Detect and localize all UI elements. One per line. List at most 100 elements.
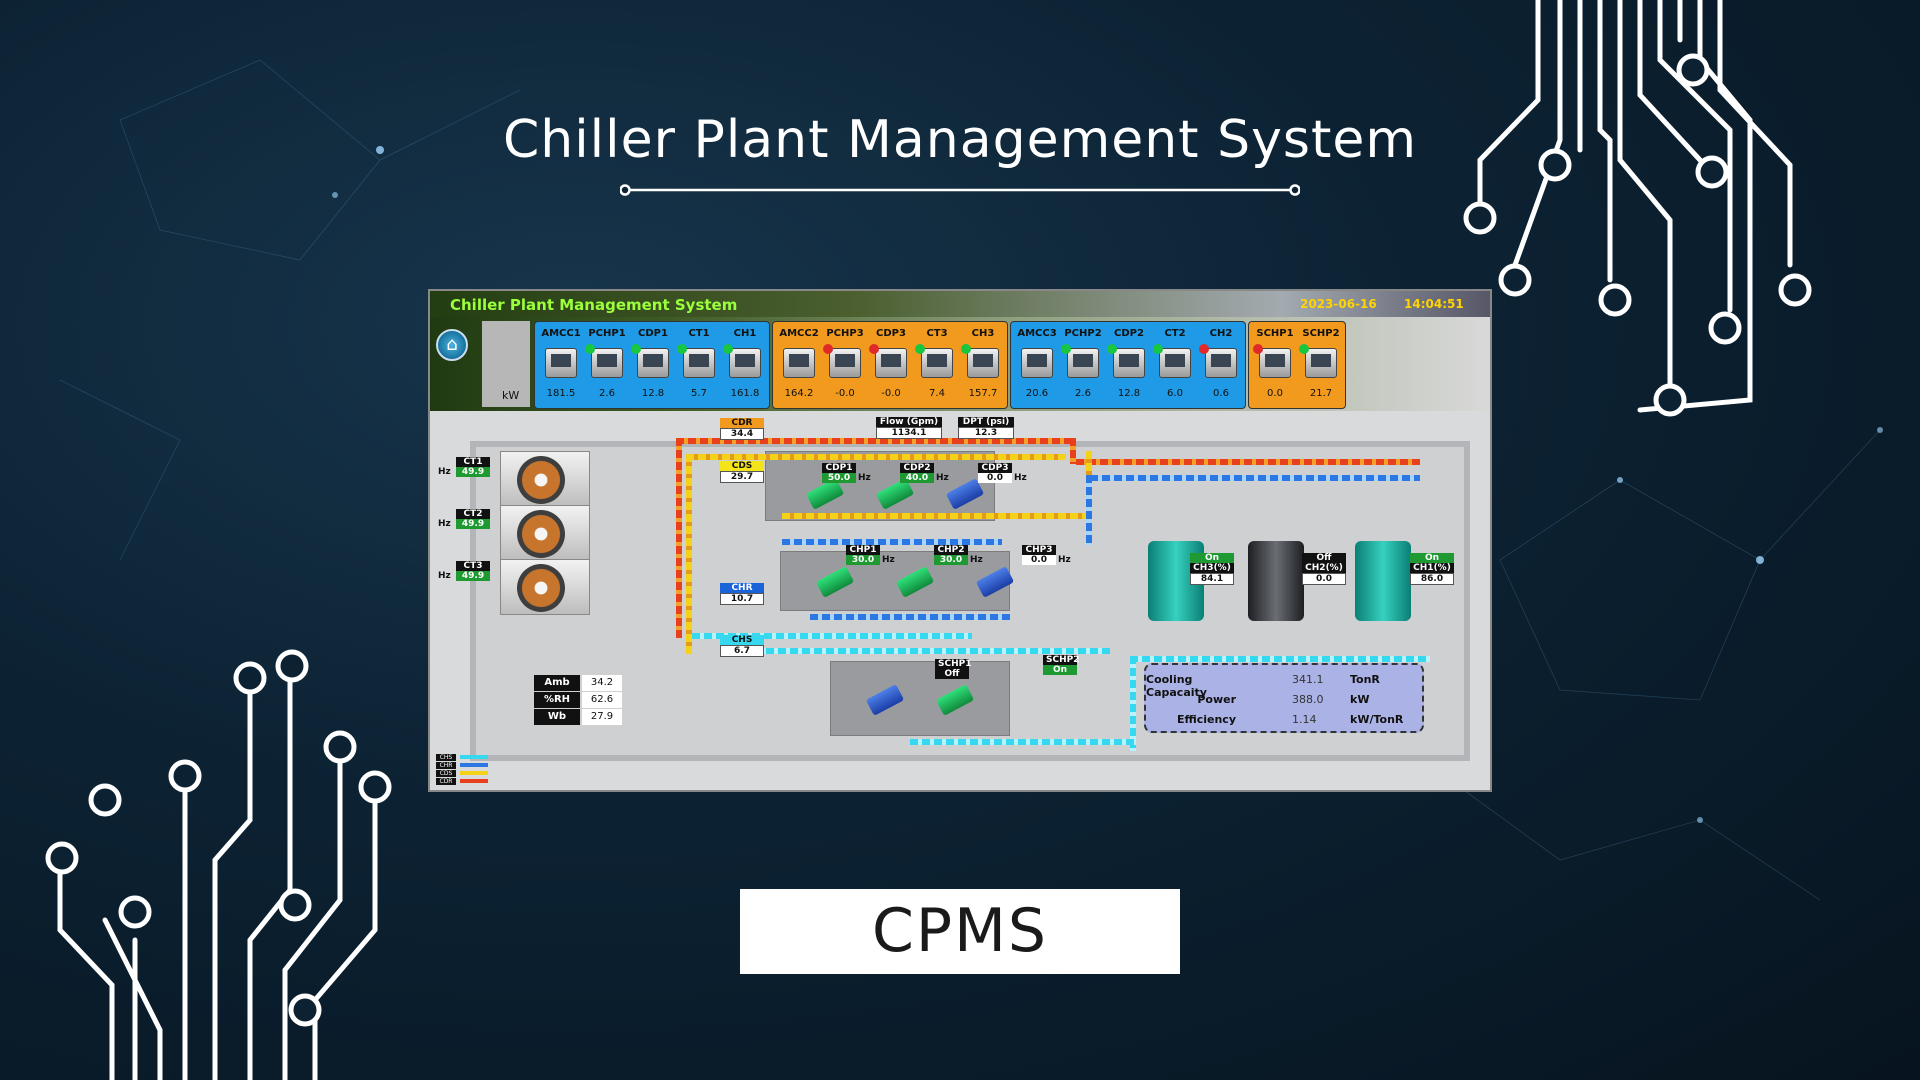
meter-value: 2.6 [1075, 388, 1091, 399]
circuit-graphic-bottom-left [45, 649, 392, 1080]
flow-tag: Flow (Gpm) 1134.1 [876, 417, 942, 439]
meter-name: AMCC1 [541, 328, 581, 339]
status-led-icon [915, 344, 925, 354]
ambient-key: %RH [534, 692, 580, 708]
chr-value: 10.7 [720, 593, 764, 605]
hmi-time: 14:04:51 [1404, 297, 1464, 311]
meter-name: AMCC2 [779, 328, 819, 339]
perf-label: Efficiency [1176, 713, 1236, 726]
perf-unit: kW/TonR [1350, 713, 1404, 726]
hz-unit: Hz [438, 467, 451, 477]
home-icon: ⌂ [446, 334, 458, 355]
pump-hz: 50.0 [822, 473, 856, 483]
meter-name: SCHP1 [1256, 328, 1294, 339]
perf-row: Power 388.0 kW [1146, 693, 1426, 711]
power-meter[interactable]: PCHP3-0.0 [820, 322, 870, 410]
chr-temp-tag: CHR 10.7 [720, 583, 764, 605]
hz-unit: Hz [858, 473, 871, 483]
meter-name: CH1 [733, 328, 757, 339]
unit-label: kW [502, 389, 520, 402]
legend-swatch [460, 763, 488, 767]
power-meter[interactable]: CDP3-0.0 [866, 322, 916, 410]
chs-pipe [910, 739, 1136, 745]
perf-row: Efficiency 1.14 kW/TonR [1146, 713, 1426, 731]
hz-unit: Hz [1058, 555, 1071, 565]
meter-icon [967, 348, 999, 378]
power-meter[interactable]: CT2 6.0 [1150, 322, 1200, 410]
pump-name: CDP3 [978, 463, 1012, 473]
meter-name: CT2 [1164, 328, 1186, 339]
cdr-pipe [676, 438, 956, 444]
status-led-icon [1199, 344, 1209, 354]
legend-key: CDR [436, 777, 456, 785]
cdr-temp-tag: CDR 34.4 [720, 418, 764, 440]
meter-name: SCHP2 [1302, 328, 1340, 339]
pump-name: SCHP2 [1043, 655, 1079, 665]
status-led-icon [823, 344, 833, 354]
cooling-tower-3 [500, 559, 590, 615]
status-led-icon [723, 344, 733, 354]
pump-hz: 40.0 [900, 473, 934, 483]
cdr-pipe [1076, 459, 1420, 465]
meter-icon [1021, 348, 1053, 378]
chs-pipe [692, 633, 972, 639]
tower-name: CT3 [456, 561, 490, 571]
status-led-icon [961, 344, 971, 354]
tower-hz: 49.9 [456, 519, 490, 529]
meter-icon [783, 348, 815, 378]
ambient-key: Wb [534, 709, 580, 725]
meter-name: CH2 [1209, 328, 1233, 339]
circuit-graphic-top-right [1463, 0, 1812, 417]
meter-icon [921, 348, 953, 378]
fan-icon [517, 456, 565, 504]
home-button[interactable]: ⌂ [436, 329, 468, 361]
legend-key: CDS [436, 769, 456, 777]
legend-row: CDR [436, 777, 488, 785]
tower-hz: 49.9 [456, 467, 490, 477]
hmi-screenshot: Chiller Plant Management System 2023-06-… [428, 289, 1492, 792]
chiller-name: CH3(%) [1190, 563, 1234, 573]
dpt-label: DPT (psi) [958, 417, 1014, 427]
fan-icon [517, 510, 565, 558]
chiller-state: On [1190, 553, 1234, 563]
dpt-value: 12.3 [958, 427, 1014, 439]
meter-icon [637, 348, 669, 378]
chiller-value: 86.0 [1410, 573, 1454, 585]
legend-key: CHS [436, 753, 456, 761]
meter-icon [875, 348, 907, 378]
cdp-pad [765, 451, 995, 521]
status-led-icon [1299, 344, 1309, 354]
meter-name: CT3 [926, 328, 948, 339]
chs-pipe [1130, 656, 1430, 662]
status-led-icon [1153, 344, 1163, 354]
perf-unit: TonR [1350, 673, 1380, 686]
pump-hz: 30.0 [934, 555, 968, 565]
chs-value: 6.7 [720, 645, 764, 657]
meter-value: 6.0 [1167, 388, 1183, 399]
meter-value: 157.7 [968, 388, 998, 399]
perf-value: 388.0 [1292, 693, 1324, 706]
chiller-name: CH2(%) [1302, 563, 1346, 573]
cdr-pipe [956, 438, 1076, 444]
